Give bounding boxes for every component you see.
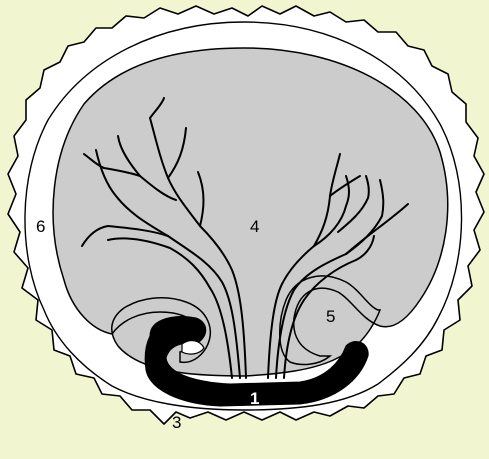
label-5: 5 [326, 307, 335, 326]
label-4: 4 [250, 217, 259, 236]
label-2: 2 [358, 343, 367, 362]
mass-region [53, 48, 448, 376]
label-3: 3 [172, 413, 181, 432]
label-1: 1 [250, 389, 259, 408]
label-6: 6 [36, 217, 45, 236]
